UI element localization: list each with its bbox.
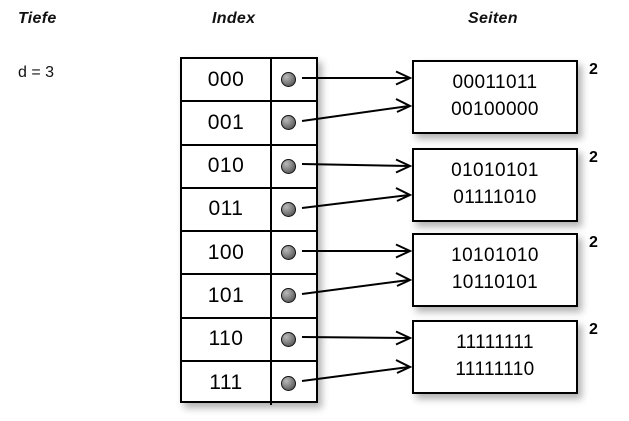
- table-row[interactable]: 000: [182, 59, 316, 103]
- page-line: 11111110: [455, 359, 535, 380]
- index-pointer-cell[interactable]: [272, 59, 316, 100]
- table-row[interactable]: 011: [182, 188, 316, 232]
- index-pointer-cell[interactable]: [272, 102, 316, 143]
- table-row[interactable]: 100: [182, 232, 316, 276]
- index-pointer-cell[interactable]: [272, 189, 316, 230]
- pointer-arrow: [301, 366, 410, 382]
- index-key: 111: [182, 361, 272, 405]
- table-row[interactable]: 101: [182, 275, 316, 319]
- page-count-badge: 2: [589, 61, 598, 78]
- index-key: 000: [182, 59, 272, 101]
- bullet-icon: [281, 288, 296, 304]
- bullet-icon: [281, 331, 296, 347]
- bullet-icon: [281, 375, 296, 391]
- bullet-icon: [281, 115, 296, 131]
- page-count-badge: 2: [589, 149, 598, 166]
- arrowhead-icon: [395, 158, 413, 174]
- index-pointer-cell[interactable]: [272, 232, 316, 273]
- column-heading-pages: Seiten: [468, 10, 518, 27]
- page-box[interactable]: 01010101 01111010: [412, 148, 578, 222]
- table-row[interactable]: 010: [182, 145, 316, 189]
- index-table: 000 001 010 011 100: [180, 57, 318, 405]
- index-pointer-cell[interactable]: [272, 319, 316, 360]
- pointer-arrow: [301, 163, 410, 167]
- page-line: 01010101: [451, 160, 539, 182]
- arrowhead-icon: [395, 330, 413, 346]
- bullet-icon: [281, 245, 296, 261]
- page-line: 11111111: [456, 332, 534, 354]
- index-key: 001: [182, 102, 272, 144]
- pointer-arrow: [301, 194, 410, 209]
- bullet-icon: [281, 158, 296, 174]
- arrowhead-icon: [395, 359, 413, 374]
- page-line: 00100000: [451, 99, 539, 120]
- arrowhead-icon: [395, 98, 413, 113]
- arrowhead-icon: [395, 243, 413, 259]
- arrowhead-icon: [395, 70, 413, 86]
- page-line: 10110101: [451, 272, 539, 293]
- bullet-icon: [281, 72, 296, 88]
- index-key: 110: [182, 318, 272, 360]
- index-pointer-cell[interactable]: [272, 275, 316, 316]
- index-key: 100: [182, 232, 272, 274]
- page-box[interactable]: 11111111 11111110: [412, 320, 578, 394]
- page-count-badge: 2: [589, 321, 598, 338]
- index-key: 011: [182, 188, 272, 230]
- column-heading-depth: Tiefe: [18, 10, 57, 27]
- column-heading-index: Index: [212, 10, 256, 27]
- depth-value-label: d = 3: [18, 64, 55, 81]
- arrowhead-icon: [395, 272, 413, 287]
- page-line: 00011011: [452, 72, 538, 94]
- page-count-badge: 2: [589, 234, 598, 251]
- page-box[interactable]: 10101010 10110101: [412, 233, 578, 307]
- page-line: 10101010: [451, 245, 539, 267]
- table-row[interactable]: 001: [182, 102, 316, 146]
- page-line: 01111010: [453, 187, 537, 208]
- pointer-arrow: [301, 336, 410, 339]
- table-row[interactable]: 111: [182, 361, 316, 405]
- pointer-arrow: [301, 279, 410, 295]
- pointer-arrow: [301, 105, 410, 122]
- page-box[interactable]: 00011011 00100000: [412, 60, 578, 134]
- index-pointer-cell[interactable]: [272, 146, 316, 187]
- index-key: 010: [182, 145, 272, 187]
- bullet-icon: [281, 201, 296, 217]
- arrowhead-icon: [395, 187, 413, 202]
- index-pointer-cell[interactable]: [272, 362, 316, 405]
- arrow-group: [301, 70, 413, 382]
- table-row[interactable]: 110: [182, 318, 316, 362]
- index-key: 101: [182, 275, 272, 317]
